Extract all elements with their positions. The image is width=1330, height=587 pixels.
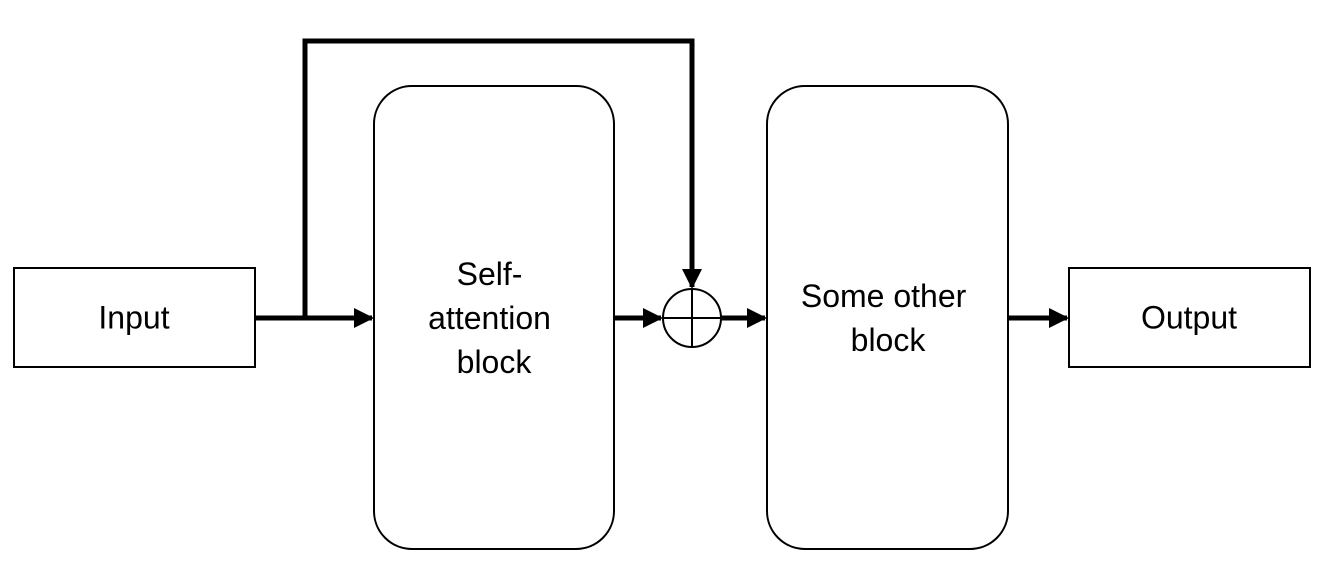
self-attention-label-line-1: Self- — [457, 256, 523, 292]
output-box — [1068, 267, 1311, 368]
input-node: Input — [13, 267, 256, 368]
input-label: Input — [98, 299, 169, 335]
input-box — [13, 267, 256, 368]
other-block-label: Some other block — [801, 278, 975, 358]
arrow-residual-skip — [302, 38, 702, 318]
other-block-box — [766, 85, 1009, 550]
self-attention-label: Self- attention block — [428, 256, 560, 380]
add-icon — [662, 288, 722, 348]
other-block-label-line-2: block — [851, 322, 927, 358]
self-attention-label-line-2: attention — [428, 300, 551, 336]
connectors — [255, 38, 1069, 328]
self-attention-node: Self- attention block — [373, 85, 615, 550]
other-block-node: Some other block — [766, 85, 1009, 550]
self-attention-label-line-3: block — [457, 344, 533, 380]
output-node: Output — [1068, 267, 1311, 368]
output-label: Output — [1141, 299, 1237, 335]
other-block-label-line-1: Some other — [801, 278, 967, 314]
